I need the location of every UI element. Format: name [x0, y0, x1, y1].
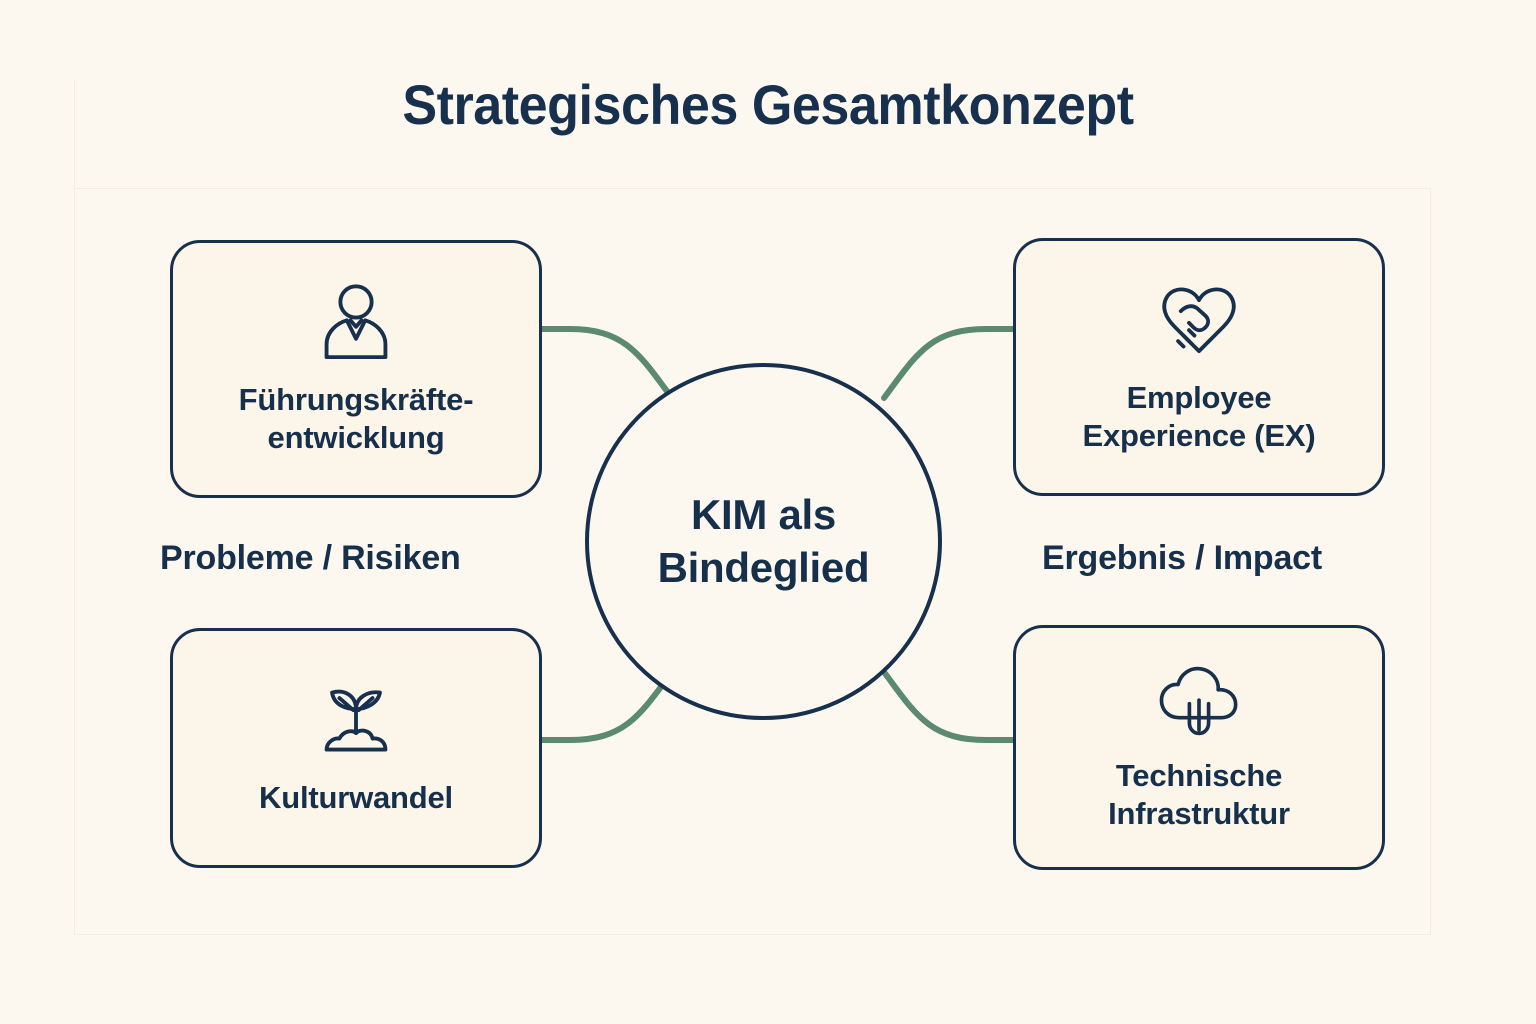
- card-label: Kulturwandel: [259, 779, 453, 815]
- group-label-right: Ergebnis / Impact: [1042, 539, 1323, 577]
- center-node-kim[interactable]: KIM als Bindeglied: [585, 363, 942, 720]
- group-label-left: Probleme / Risiken: [160, 539, 461, 577]
- executive-person-icon: [310, 278, 402, 375]
- card-label: Employee Experience (EX): [1082, 379, 1316, 453]
- sprout-seedling-icon: [310, 676, 402, 773]
- center-node-label: KIM als Bindeglied: [657, 491, 870, 591]
- handshake-heart-icon: [1149, 276, 1249, 373]
- frame-tick-mark: [74, 80, 75, 188]
- card-label: Technische Infrastruktur: [1108, 758, 1290, 831]
- card-employee-experience[interactable]: Employee Experience (EX): [1013, 238, 1385, 496]
- page-title: Strategisches Gesamtkonzept: [402, 73, 1134, 136]
- cloud-download-icon: [1151, 658, 1247, 751]
- content-frame: [74, 188, 1431, 935]
- card-fuehrungskraefteentwicklung[interactable]: Führungskräfte- entwicklung: [170, 240, 542, 498]
- card-label: Führungskräfte- entwicklung: [238, 381, 474, 455]
- card-technische-infrastruktur[interactable]: Technische Infrastruktur: [1013, 625, 1385, 870]
- card-kulturwandel[interactable]: Kulturwandel: [170, 628, 542, 868]
